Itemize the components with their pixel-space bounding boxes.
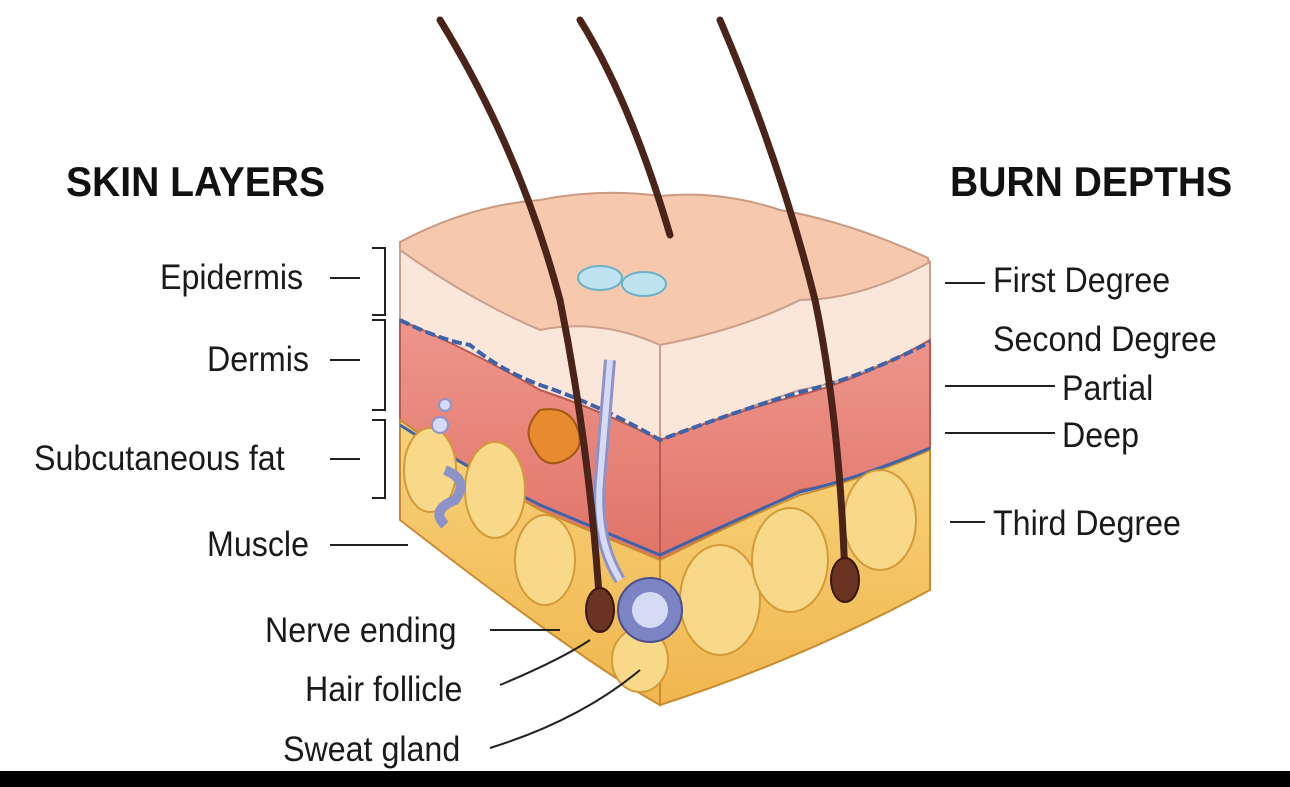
sebaceous-gland: [527, 408, 581, 465]
label-muscle: Muscle: [207, 525, 310, 564]
burn-depths-heading: BURN DEPTHS: [950, 158, 1233, 205]
label-deep: Deep: [1062, 416, 1139, 455]
blisters: [577, 265, 667, 297]
burn-depth-leaders: [945, 282, 1055, 523]
label-nerve-ending: Nerve ending: [265, 611, 457, 650]
label-dermis: Dermis: [207, 340, 309, 379]
label-epidermis: Epidermis: [160, 258, 304, 297]
hairs: [436, 16, 849, 614]
skin-layers-heading: SKIN LAYERS: [66, 158, 326, 205]
sweat-gland-illustration: [431, 359, 683, 643]
label-first-degree: First Degree: [993, 261, 1171, 300]
label-hair-follicle: Hair follicle: [305, 670, 463, 709]
label-sweat-gland: Sweat gland: [283, 730, 461, 769]
label-subcutaneous-fat: Subcutaneous fat: [34, 439, 285, 478]
bottom-bar: [0, 771, 1290, 787]
basement-membrane: [399, 318, 931, 443]
label-third-degree: Third Degree: [993, 504, 1181, 543]
label-second-degree: Second Degree: [993, 320, 1217, 359]
skin-layer-leaders: [330, 247, 641, 749]
hair-bulbs: [585, 557, 860, 633]
label-partial: Partial: [1062, 369, 1154, 408]
fat-lobules: [403, 427, 917, 693]
